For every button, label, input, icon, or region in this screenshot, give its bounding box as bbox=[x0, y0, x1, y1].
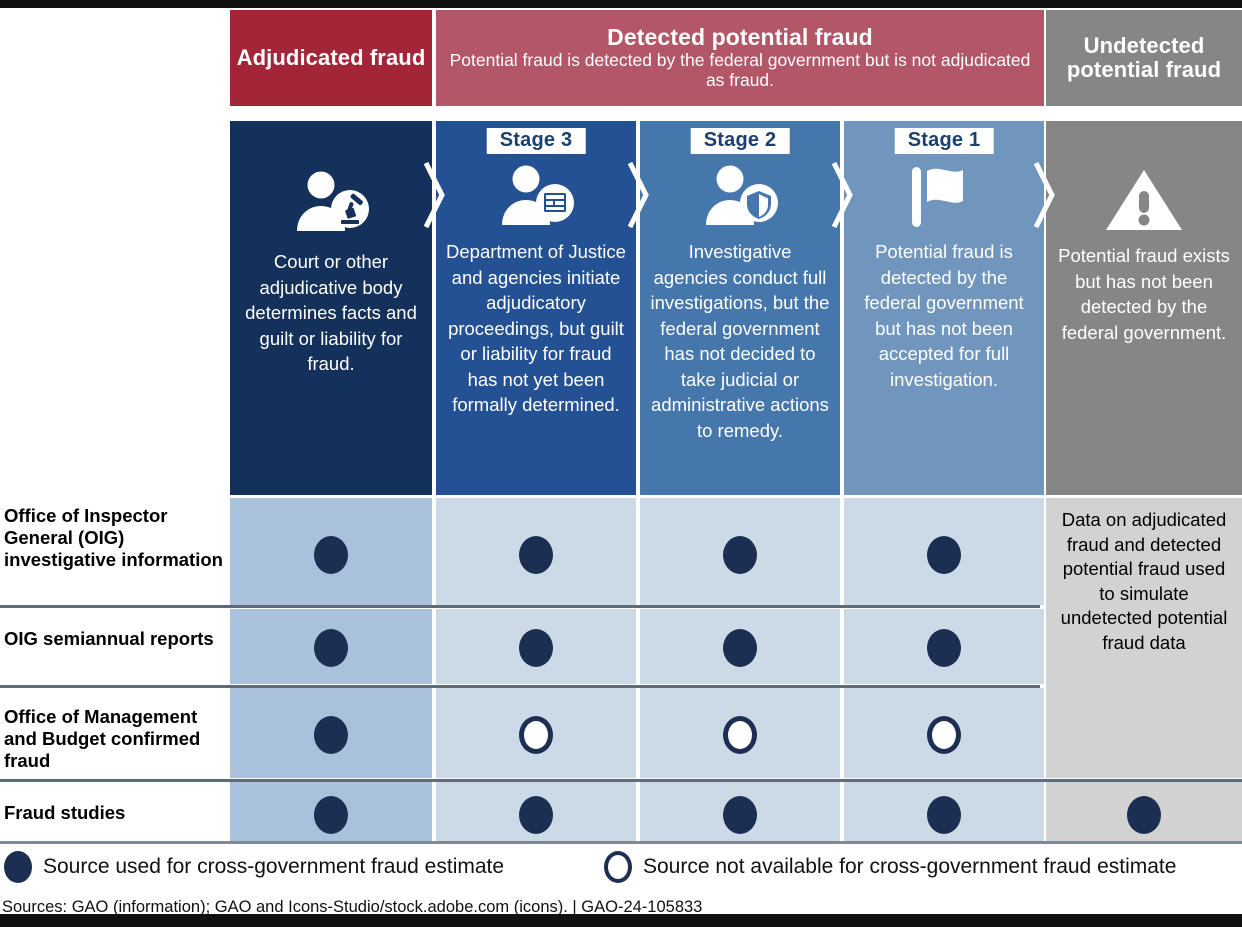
stage-column-description: Potential fraud is detected by the feder… bbox=[864, 241, 1024, 390]
marker-filled bbox=[1127, 796, 1161, 834]
legend-label: Source used for cross-government fraud e… bbox=[43, 855, 505, 878]
marker-open bbox=[519, 716, 553, 754]
marker-filled bbox=[723, 796, 757, 834]
header-group-detected: Detected potential fraud Potential fraud… bbox=[436, 10, 1044, 106]
header-group-title: Adjudicated fraud bbox=[236, 45, 426, 71]
legend-label: Source not available for cross-governmen… bbox=[643, 855, 1177, 878]
stage-column-undetected: Potential fraud exists but has not been … bbox=[1046, 121, 1242, 495]
row-label: Office of Inspector General (OIG) invest… bbox=[4, 505, 223, 570]
marker-filled bbox=[519, 629, 553, 667]
marker-filled bbox=[927, 629, 961, 667]
stage-column-description: Potential fraud exists but has not been … bbox=[1058, 245, 1230, 343]
stage-column-stage2: Stage 2 Investigative agencies conduct f… bbox=[640, 121, 840, 495]
stage-column-adjudicated: Court or other adjudicative body determi… bbox=[230, 121, 432, 495]
header-group-title: Undetected potential fraud bbox=[1066, 33, 1222, 82]
stage-column-description: Investigative agencies conduct full inve… bbox=[650, 241, 830, 441]
row-separator bbox=[0, 779, 1242, 782]
flag-icon bbox=[844, 163, 1044, 229]
marker-filled bbox=[314, 796, 348, 834]
marker-filled bbox=[927, 536, 961, 574]
legend-item-used: Source used for cross-government fraud e… bbox=[4, 851, 504, 883]
row-band-col4-note bbox=[1046, 498, 1242, 778]
header-group-subtitle: Potential fraud is detected by the feder… bbox=[449, 50, 1031, 91]
fraud-stages-figure: Adjudicated fraud Detected potential fra… bbox=[0, 8, 1242, 916]
marker-filled bbox=[927, 796, 961, 834]
bottom-letterbox-bar bbox=[0, 914, 1242, 927]
legend: Source used for cross-government fraud e… bbox=[0, 849, 1242, 887]
marker-filled bbox=[723, 536, 757, 574]
marker-filled bbox=[314, 536, 348, 574]
person-gavel-icon bbox=[230, 169, 432, 235]
legend-item-unavailable: Source not available for cross-governmen… bbox=[604, 851, 1176, 883]
top-letterbox-bar bbox=[0, 0, 1242, 8]
header-group-title: Detected potential fraud bbox=[607, 23, 873, 50]
stage-column-stage1: Stage 1 Potential fraud is detected by t… bbox=[844, 121, 1044, 495]
row-label: OIG semiannual reports bbox=[4, 628, 214, 649]
warning-triangle-icon bbox=[1046, 167, 1242, 233]
legend-open-marker-icon bbox=[604, 851, 632, 883]
stage-column-description: Court or other adjudicative body determi… bbox=[245, 251, 417, 375]
marker-filled bbox=[519, 536, 553, 574]
marker-open bbox=[723, 716, 757, 754]
row-label: Office of Management and Budget confirme… bbox=[4, 706, 201, 771]
legend-filled-marker-icon bbox=[4, 851, 32, 883]
marker-filled bbox=[723, 629, 757, 667]
row-separator bbox=[0, 605, 1040, 608]
marker-filled bbox=[314, 716, 348, 754]
undetected-note: Data on adjudicated fraud and detected p… bbox=[1060, 509, 1228, 653]
stage-column-stage3: Stage 3 Department of Justice and agenci… bbox=[436, 121, 636, 495]
person-document-icon bbox=[436, 163, 636, 229]
header-group-undetected: Undetected potential fraud bbox=[1046, 10, 1242, 106]
marker-open bbox=[927, 716, 961, 754]
stage-badge-2: Stage 2 bbox=[690, 128, 790, 154]
marker-filled bbox=[314, 629, 348, 667]
row-separator bbox=[0, 841, 1242, 844]
sources-line: Sources: GAO (information); GAO and Icon… bbox=[2, 898, 703, 916]
marker-filled bbox=[519, 796, 553, 834]
stage-badge-3: Stage 3 bbox=[486, 128, 586, 154]
header-group-adjudicated: Adjudicated fraud bbox=[230, 10, 432, 106]
person-shield-icon bbox=[640, 163, 840, 229]
row-separator bbox=[0, 685, 1040, 688]
row-label: Fraud studies bbox=[4, 802, 126, 823]
stage-column-description: Department of Justice and agencies initi… bbox=[446, 241, 626, 416]
stage-badge-1: Stage 1 bbox=[894, 128, 994, 154]
